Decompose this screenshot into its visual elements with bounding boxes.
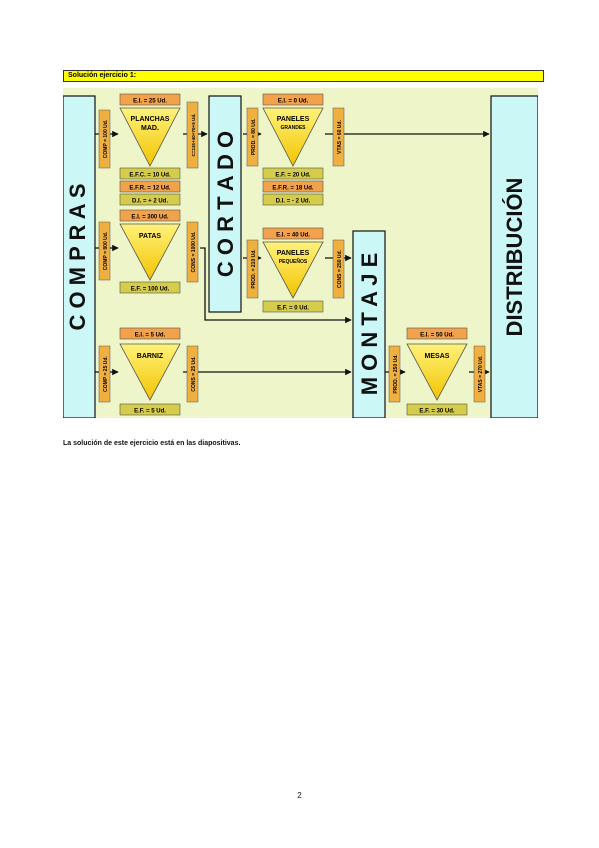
paneles-grandes-name-1: PANELES (277, 116, 310, 123)
planchas-efr-label: E.F.R. = 12 Ud. (129, 186, 171, 192)
planchas-out-tag (186, 101, 199, 169)
mesas-in-tag (388, 345, 401, 403)
paneles-grandes-triangle (262, 107, 324, 167)
dept-montaje-label: M O N T A J E (357, 253, 382, 396)
paneles-grandes-out-label: VTAS = 60 Ud. (337, 120, 343, 154)
barniz-ef-box (119, 403, 181, 416)
mesas-triangle (406, 343, 468, 401)
dept-compras-label: C O M P R A S (65, 183, 90, 330)
barniz-in-tag (98, 345, 111, 403)
dept-distribucion-label: DISTRIBUCIÓN (502, 178, 527, 337)
planchas-efc-label: E.F.C. = 10 Ud. (129, 173, 171, 179)
paneles-pequenos-out-label: CONS = 250 Ud. (337, 249, 343, 288)
patas-ef-label: E.F. = 100 Ud. (131, 287, 170, 293)
inventory-patas: E.I. = 300 Ud. PATAS E.F. = 100 Ud. COMP… (98, 209, 199, 294)
paneles-grandes-out-tag (332, 107, 345, 167)
section-title: Solución ejercicio 1: (63, 70, 544, 82)
patas-in-label: COMP = 800 Ud. (103, 231, 109, 270)
paneles-grandes-ei-label: E.I. = 0 Ud. (278, 99, 309, 105)
inventory-paneles-grandes: E.I. = 0 Ud. PANELES GRANDES E.F. = 20 U… (246, 93, 345, 206)
mesas-in-label: PROD. = 250 Ud. (393, 354, 399, 394)
paneles-grandes-in-label: PROD. = 80 Ud. (251, 118, 257, 155)
mesas-out-label: VTAS = 270 Ud. (478, 355, 484, 392)
paneles-pequenos-ei-box (262, 227, 324, 240)
barniz-ef-label: E.F. = 5 Ud. (134, 409, 166, 415)
patas-out-tag (186, 221, 199, 283)
paneles-grandes-in-tag (246, 107, 259, 167)
inventory-mesas: E.I. = 50 Ud. MESAS E.F. = 30 Ud. PROD. … (388, 327, 486, 416)
paneles-pequenos-in-label: PROD. = 210 Ud. (251, 249, 257, 289)
barniz-out-label: CONS = 25 Ud. (191, 356, 197, 392)
flow-patas-montaje (200, 247, 352, 324)
paneles-grandes-efr-box (262, 180, 324, 193)
inventory-paneles-pequenos: E.I. = 40 Ud. PANELES PEQUEÑOS E.F. = 0 … (246, 227, 345, 313)
dept-distribucion: DISTRIBUCIÓN (490, 95, 538, 418)
dept-cortado-label: C O R T A D O (213, 131, 238, 277)
planchas-name-1: PLANCHAS (131, 116, 170, 123)
paneles-grandes-di-box (262, 193, 324, 206)
paneles-grandes-ef-box (262, 167, 324, 180)
dept-compras: C O M P R A S (63, 95, 96, 418)
patas-ei-box (119, 209, 181, 222)
paneles-grandes-ef-label: E.F. = 20 Ud. (275, 173, 311, 179)
paneles-pequenos-ef-label: E.F. = 0 Ud. (277, 306, 309, 312)
mesas-ei-box (406, 327, 468, 340)
paneles-pequenos-triangle (262, 241, 324, 299)
mesas-out-tag (473, 345, 486, 403)
paneles-pequenos-name-2: PEQUEÑOS (279, 258, 308, 265)
planchas-ei-label: E.I. = 25 Ud. (133, 99, 167, 105)
planchas-ei-box (119, 93, 181, 106)
footnote: La solución de este ejercicio está en la… (63, 440, 241, 447)
planchas-efc-box (119, 167, 181, 180)
planchas-di-label: D.I. = + 2 Ud. (132, 199, 168, 205)
paneles-pequenos-ef-box (262, 300, 324, 313)
patas-out-label: CONS = 1000 Ud. (191, 231, 197, 272)
barniz-ei-box (119, 327, 181, 340)
paneles-grandes-ei-box (262, 93, 324, 106)
planchas-in-tag (98, 109, 111, 169)
planchas-out-label: C=115+40+70+5 Ud. (191, 114, 196, 157)
paneles-pequenos-out-tag (332, 239, 345, 299)
paneles-pequenos-ei-label: E.I. = 40 Ud. (276, 233, 310, 239)
inventory-barniz: E.I. = 5 Ud. BARNIZ E.F. = 5 Ud. COMP = … (98, 327, 199, 416)
inventory-flow-diagram: C O M P R A S C O R T A D O M O N T A J … (63, 88, 538, 418)
paneles-grandes-di-label: D.I. = - 2 Ud. (276, 199, 311, 205)
paneles-pequenos-name-1: PANELES (277, 250, 310, 257)
mesas-ef-box (406, 403, 468, 416)
planchas-triangle (119, 107, 181, 167)
mesas-ei-label: E.I. = 50 Ud. (420, 333, 454, 339)
inventory-planchas: E.I. = 25 Ud. PLANCHAS MAD. E.F.C. = 10 … (98, 93, 199, 206)
planchas-in-label: COMP = 100 Ud. (103, 119, 109, 158)
barniz-ei-label: E.I. = 5 Ud. (135, 333, 166, 339)
patas-ef-box (119, 281, 181, 294)
barniz-name-1: BARNIZ (137, 353, 164, 360)
patas-name-1: PATAS (139, 233, 161, 240)
patas-in-tag (98, 221, 111, 281)
barniz-triangle (119, 343, 181, 401)
planchas-di-box (119, 193, 181, 206)
mesas-name-1: MESAS (425, 353, 450, 360)
mesas-ef-label: E.F. = 30 Ud. (419, 409, 455, 415)
paneles-grandes-name-2: GRANDES (280, 125, 306, 131)
planchas-name-2: MAD. (141, 125, 159, 132)
paneles-grandes-efr-label: E.F.R. = 18 Ud. (272, 186, 314, 192)
barniz-out-tag (186, 345, 199, 403)
dept-cortado: C O R T A D O (208, 95, 242, 313)
patas-ei-label: E.I. = 300 Ud. (131, 215, 169, 221)
dept-montaje: M O N T A J E (352, 230, 386, 418)
patas-triangle (119, 223, 181, 281)
paneles-pequenos-in-tag (246, 239, 259, 299)
page-number: 2 (297, 791, 302, 800)
barniz-in-label: COMP = 25 Ud. (103, 356, 109, 392)
planchas-efr-box (119, 180, 181, 193)
